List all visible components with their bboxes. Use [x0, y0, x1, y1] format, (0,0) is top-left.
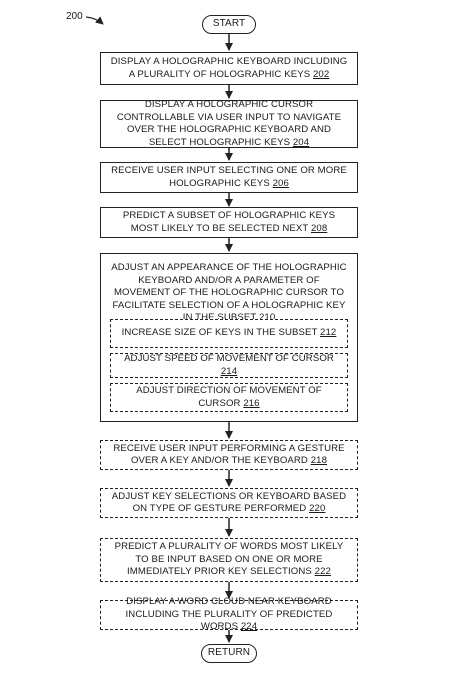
step-218: RECEIVE USER INPUT PERFORMING A GESTURE …: [100, 440, 358, 470]
step-206-text: RECEIVE USER INPUT SELECTING ONE OR MORE…: [111, 165, 347, 189]
step-222: PREDICT A PLURALITY OF WORDS MOST LIKELY…: [100, 538, 358, 582]
step-212: INCREASE SIZE OF KEYS IN THE SUBSET 212: [110, 319, 348, 348]
start-terminal: START: [202, 15, 256, 34]
step-224: DISPLAY A WORD CLOUD NEAR KEYBOARD INCLU…: [100, 596, 358, 632]
step-216-text: ADJUST DIRECTION OF MOVEMENT OF CURSOR 2…: [136, 385, 322, 409]
return-terminal: RETURN: [201, 644, 257, 663]
return-label: RETURN: [207, 647, 251, 659]
step-202-text: DISPLAY A HOLOGRAPHIC KEYBOARD INCLUDING…: [110, 56, 348, 80]
step-208-text: PREDICT A SUBSET OF HOLOGRAPHIC KEYS MOS…: [122, 210, 336, 234]
step-218-text: RECEIVE USER INPUT PERFORMING A GESTURE …: [113, 442, 345, 467]
step-214-text: ADJUST SPEED OF MOVEMENT OF CURSOR 214: [124, 353, 334, 377]
step-222-text: PREDICT A PLURALITY OF WORDS MOST LIKELY…: [114, 541, 344, 578]
step-224-text: DISPLAY A WORD CLOUD NEAR KEYBOARD INCLU…: [125, 596, 333, 633]
step-212-text: INCREASE SIZE OF KEYS IN THE SUBSET 212: [121, 327, 337, 339]
step-206: RECEIVE USER INPUT SELECTING ONE OR MORE…: [100, 162, 358, 193]
step-202: DISPLAY A HOLOGRAPHIC KEYBOARD INCLUDING…: [100, 52, 358, 85]
step-220: ADJUST KEY SELECTIONS OR KEYBOARD BASED …: [100, 488, 358, 518]
step-208: PREDICT A SUBSET OF HOLOGRAPHIC KEYS MOS…: [100, 207, 358, 238]
step-214: ADJUST SPEED OF MOVEMENT OF CURSOR 214: [110, 353, 348, 378]
figure-ref-label: 200: [66, 11, 83, 22]
step-216: ADJUST DIRECTION OF MOVEMENT OF CURSOR 2…: [110, 383, 348, 412]
step-204: DISPLAY A HOLOGRAPHIC CURSOR CONTROLLABL…: [100, 99, 358, 148]
figure-ref-arrow: [85, 16, 104, 25]
step-204-text: DISPLAY A HOLOGRAPHIC CURSOR CONTROLLABL…: [116, 99, 342, 148]
step-220-text: ADJUST KEY SELECTIONS OR KEYBOARD BASED …: [111, 490, 347, 515]
start-label: START: [212, 18, 246, 30]
step-210-text: ADJUST AN APPEARANCE OF THE HOLOGRAPHIC …: [111, 262, 347, 323]
